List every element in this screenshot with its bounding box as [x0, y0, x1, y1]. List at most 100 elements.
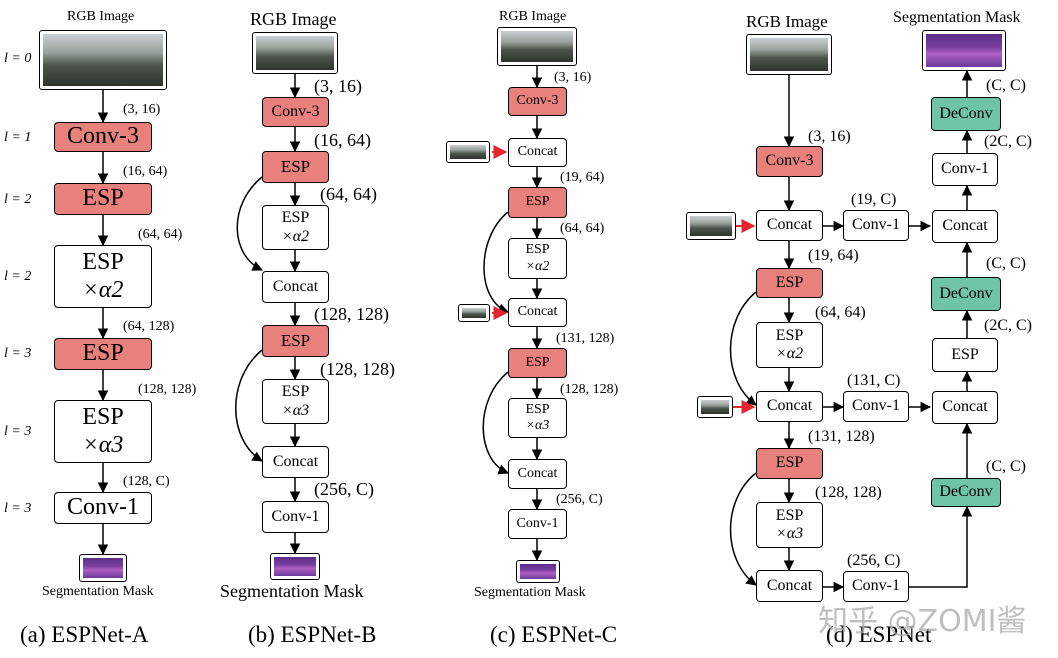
deconv-block-d-1: DeConv: [931, 478, 1001, 507]
dim-b-3: (128, 128): [314, 304, 389, 324]
esp-alpha3-block-d-name: ESP: [775, 506, 804, 524]
conv3-block-a: Conv-3: [54, 122, 152, 152]
esp-alpha3-block-b-factor: ×α3: [281, 401, 310, 419]
esp-block-c-1: ESP: [508, 187, 567, 218]
dim-a-1: (16, 64): [123, 164, 168, 179]
level-label-a-4: l = 3: [4, 346, 32, 361]
conv3-block-d: Conv-3: [756, 146, 823, 177]
dim-d-6: (131, C): [847, 372, 901, 389]
esp-alpha3-block-a: ESP ×α3: [54, 400, 152, 463]
caption-b: (b) ESPNet-B: [248, 622, 377, 647]
conv1-block-a: Conv-1: [54, 492, 152, 524]
conv1-block-d-4: Conv-1: [932, 153, 998, 186]
esp-block-b-2: ESP: [262, 325, 329, 357]
dim-c-1: (19, 64): [560, 170, 605, 185]
dim-d-9: (2C, C): [984, 133, 1032, 150]
segmentation-mask-c: [516, 560, 560, 583]
esp-alpha2-block-b-name: ESP: [281, 209, 310, 227]
esp-alpha3-block-d-factor: ×α3: [775, 525, 804, 542]
esp-alpha3-block-d: ESP ×α3: [756, 502, 823, 548]
esp-alpha2-block-c-factor: ×α2: [525, 258, 550, 274]
concat-block-b-2: Concat: [262, 446, 329, 478]
rgb-image-d: [746, 34, 832, 75]
rgb-image-b: [252, 32, 338, 74]
dim-a-2: (64, 64): [138, 227, 183, 242]
esp-alpha3-block-a-name: ESP: [82, 403, 124, 430]
segmentation-mask-label-c: Segmentation Mask: [474, 585, 586, 600]
esp-block-b-1: ESP: [262, 151, 329, 183]
skip-c-2: [482, 371, 509, 475]
input-image-c-1: [446, 141, 490, 163]
dim-c-2: (64, 64): [560, 221, 605, 236]
dim-d-8: (C, C): [986, 77, 1026, 94]
dim-d-1: (19, 64): [808, 247, 859, 264]
rgb-image-label-a: RGB Image: [67, 9, 135, 24]
esp-block-d-1: ESP: [756, 268, 823, 298]
esp-alpha2-block-d: ESP ×α2: [756, 322, 823, 368]
level-label-a-5: l = 3: [4, 424, 32, 439]
esp-alpha2-block-b-factor: ×α2: [281, 227, 310, 245]
esp-alpha2-block-c: ESP ×α2: [508, 238, 567, 279]
dim-c-5: (256, C): [556, 492, 603, 507]
esp-alpha2-block-c-name: ESP: [525, 242, 550, 258]
concat-block-c-3: Concat: [508, 459, 567, 489]
concat-block-c-1: Concat: [508, 138, 567, 167]
concat-block-d-2: Concat: [756, 391, 823, 422]
skip-d-1: [729, 291, 757, 406]
concat-block-d-3: Concat: [756, 570, 823, 602]
caption-c: (c) ESPNet-C: [490, 622, 618, 647]
level-label-a-2: l = 2: [4, 192, 32, 207]
conv1-block-b: Conv-1: [262, 501, 329, 533]
dim-d-11: (2C, C): [984, 317, 1032, 334]
dim-c-3: (131, 128): [556, 331, 615, 346]
esp-block-d-2: ESP: [756, 448, 823, 479]
dim-b-1: (16, 64): [314, 130, 371, 150]
skip-d-2: [729, 472, 757, 586]
caption-d: (d) ESPNet: [826, 622, 932, 647]
esp-block-c-2: ESP: [508, 348, 567, 378]
dim-a-4: (128, 128): [138, 382, 197, 397]
level-label-a-0: l = 0: [4, 51, 32, 66]
concat-block-c-2: Concat: [508, 298, 567, 327]
dim-b-2: (64, 64): [320, 184, 377, 204]
segmentation-mask-d: [922, 30, 1006, 71]
segmentation-mask-b: [270, 553, 320, 580]
dim-a-0: (3, 16): [123, 102, 161, 117]
esp-alpha3-block-a-factor: ×α3: [82, 431, 124, 458]
esp-alpha2-block-a: ESP ×α2: [54, 245, 152, 308]
input-image-d-1: [686, 212, 736, 240]
conv1-block-d-3: Conv-1: [843, 571, 909, 602]
esp-block-d-3: ESP: [932, 338, 998, 372]
esp-alpha2-block-a-factor: ×α2: [82, 276, 124, 303]
esp-alpha2-block-d-factor: ×α2: [775, 345, 804, 362]
dim-a-5: (128, C): [123, 474, 170, 489]
dim-d-12: (C, C): [986, 458, 1026, 475]
esp-alpha3-block-b: ESP ×α3: [262, 379, 329, 424]
level-label-a-3: l = 2: [4, 269, 32, 284]
conv3-block-b: Conv-3: [262, 97, 329, 127]
dim-d-0: (3, 16): [808, 128, 851, 145]
dim-a-3: (64, 128): [123, 319, 175, 334]
level-label-a-1: l = 1: [4, 130, 32, 145]
dim-c-0: (3, 16): [554, 70, 592, 85]
esp-block-a-2: ESP: [54, 338, 152, 370]
dim-c-4: (128, 128): [560, 382, 619, 397]
conv1-block-d-2: Conv-1: [843, 391, 909, 422]
segmentation-mask-label-d: Segmentation Mask: [893, 9, 1021, 26]
esp-alpha3-block-c-name: ESP: [525, 401, 550, 417]
caption-a: (a) ESPNet-A: [20, 622, 149, 647]
conv1-block-d-1: Conv-1: [843, 210, 909, 241]
rgb-image-a: [39, 30, 167, 90]
watermark: 知乎 @ZOMI酱: [818, 604, 1027, 639]
conv3-block-c: Conv-3: [508, 87, 567, 116]
conv1-block-c: Conv-1: [508, 509, 567, 539]
skip-b-1: [236, 176, 263, 271]
deconv-block-d-2: DeConv: [931, 277, 1001, 311]
deconv-block-d-3: DeConv: [931, 97, 1001, 131]
dim-b-0: (3, 16): [314, 76, 362, 96]
segmentation-mask-a: [79, 554, 127, 582]
esp-alpha3-block-c-factor: ×α3: [525, 418, 550, 433]
dim-d-4: (128, 128): [815, 484, 882, 501]
rgb-image-label-d: RGB Image: [746, 12, 828, 31]
